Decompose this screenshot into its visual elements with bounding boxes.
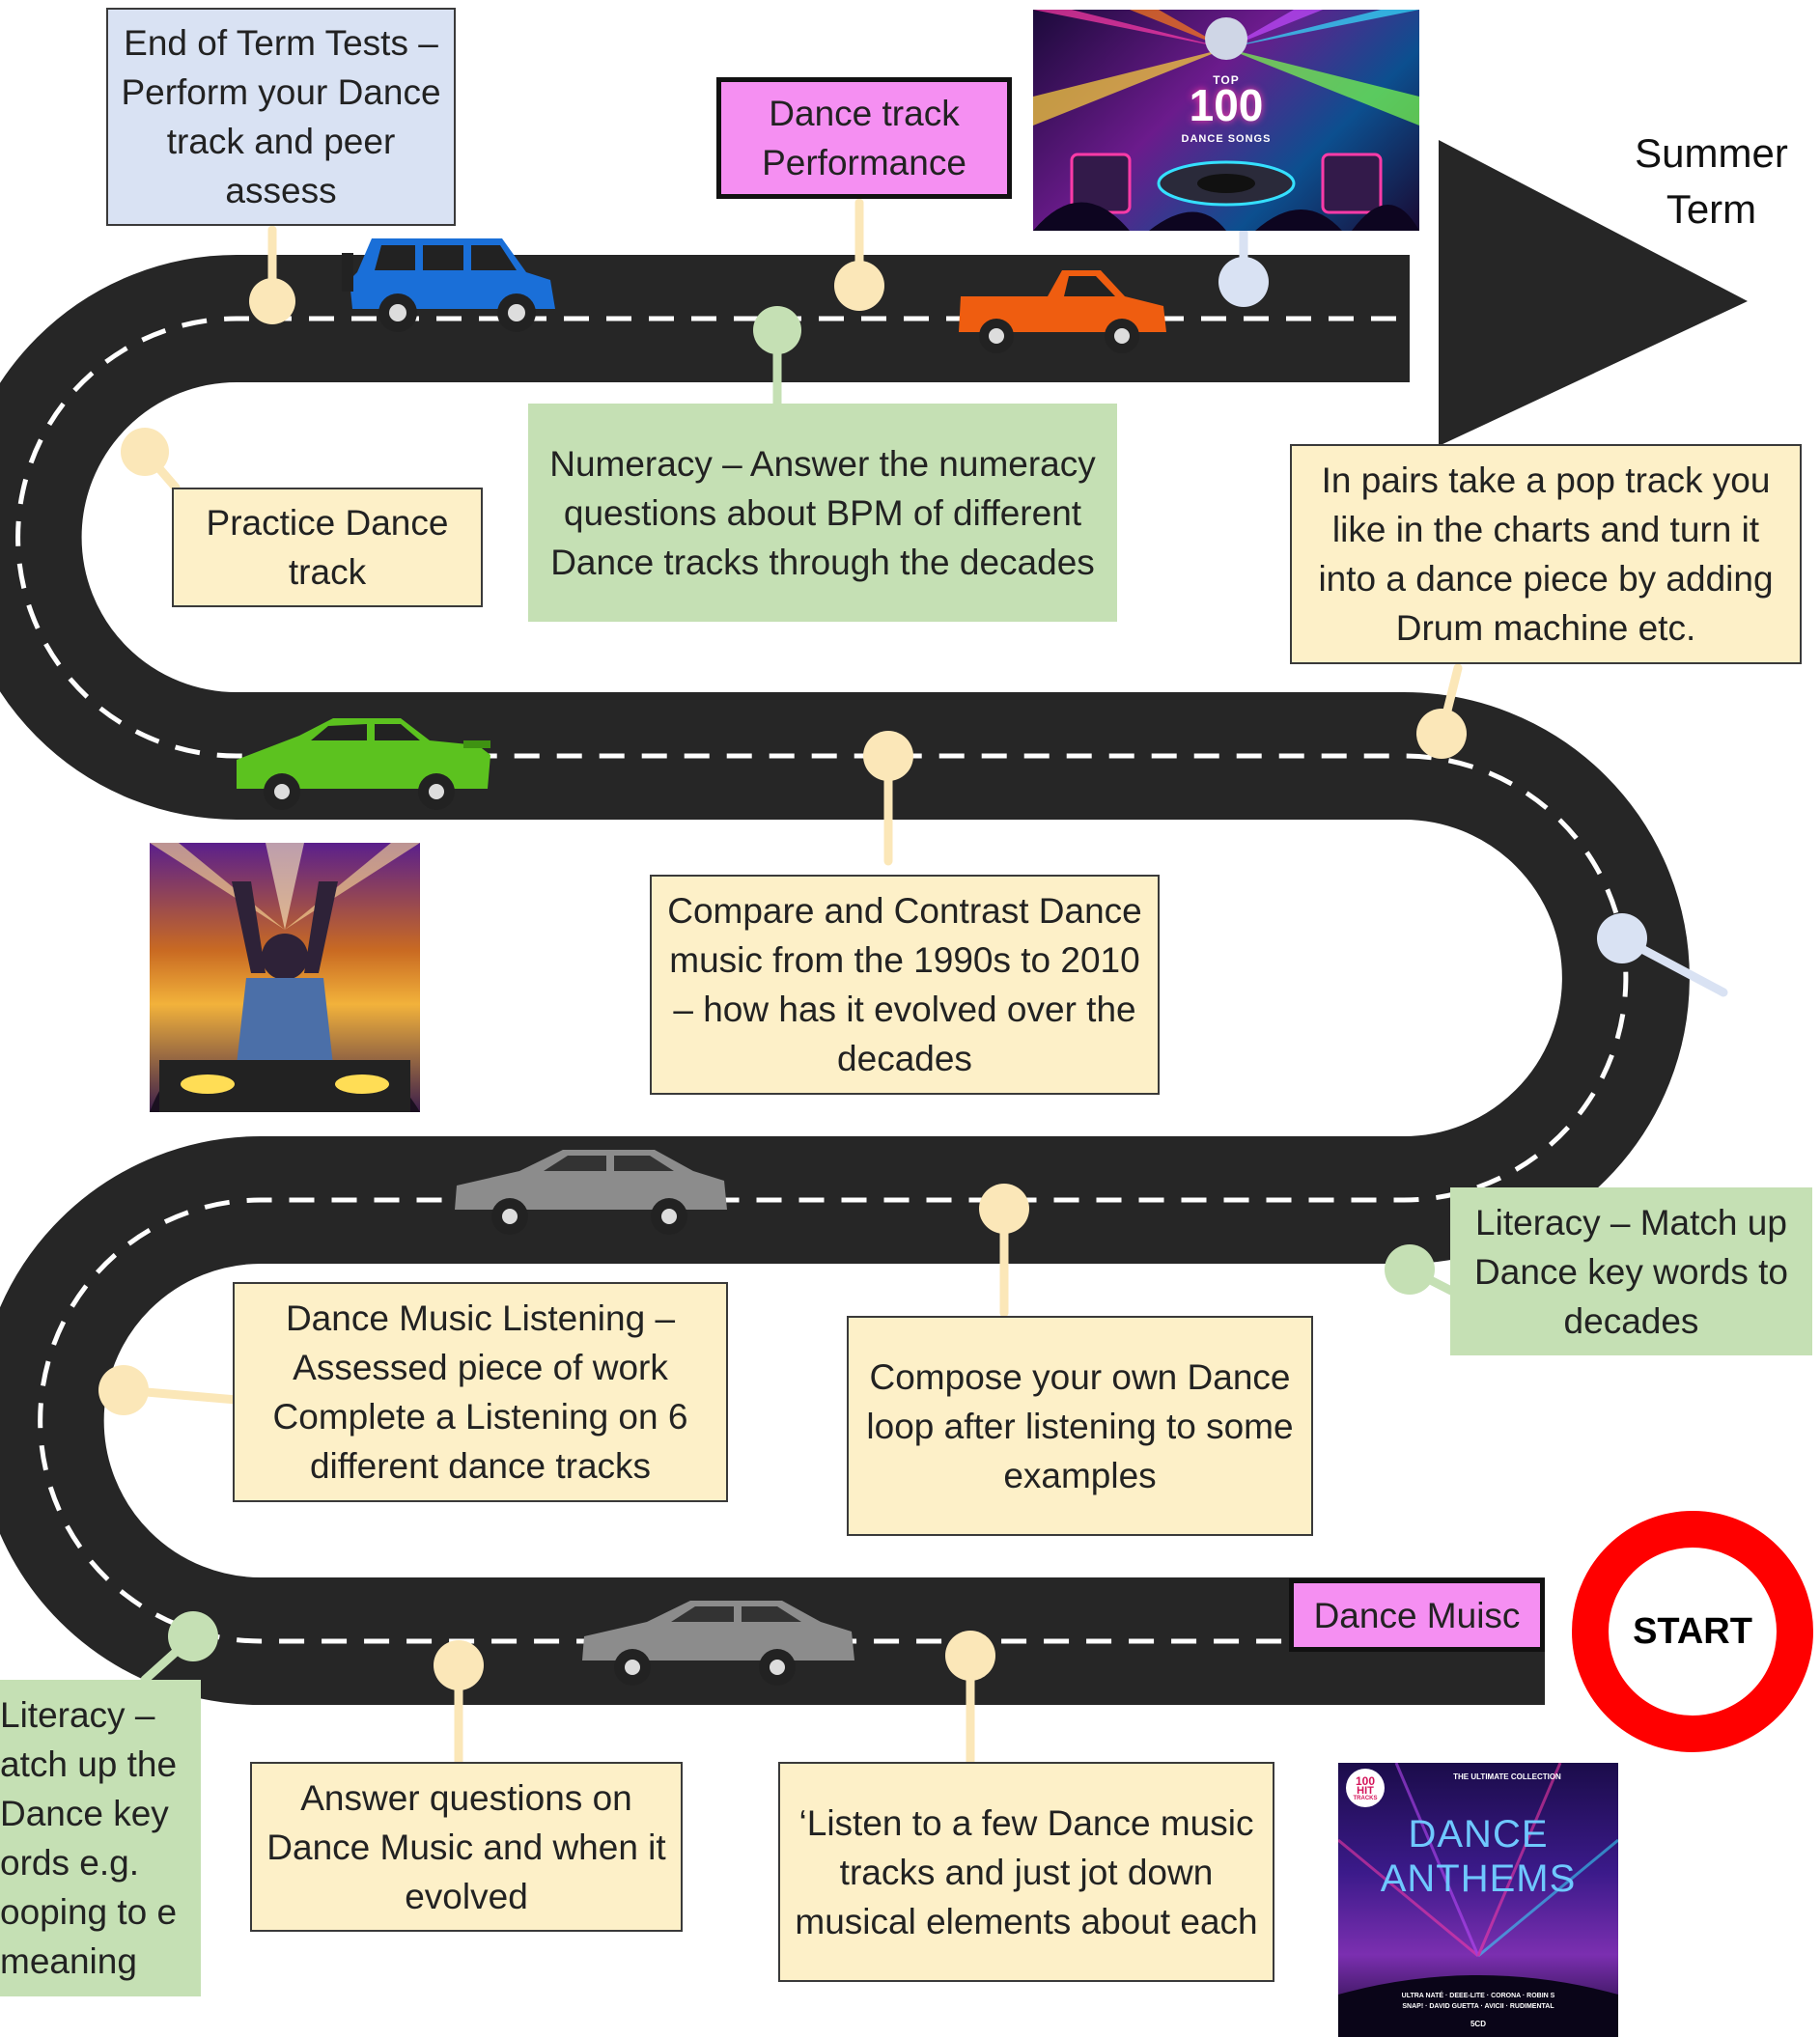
milestone-compare: Compare and Contrast Dance music from th… [650, 875, 1160, 1095]
anthems-kicker: THE ULTIMATE COLLECTION [1453, 1772, 1561, 1781]
anthems-badge-tracks: TRACKS [1353, 1796, 1378, 1801]
anthems-title-line2: ANTHEMS [1380, 1857, 1577, 1900]
connectors [98, 198, 1728, 1767]
milestone-literacy-meaning: Literacy – atch up the Dance key ords e.… [0, 1680, 201, 1996]
start-label: START [1633, 1610, 1752, 1652]
anthems-title-line1: DANCE [1408, 1813, 1549, 1856]
milestone-numeracy: Numeracy – Answer the numeracy questions… [528, 404, 1117, 622]
grey-sedan-car-upper [455, 1150, 727, 1235]
milestone-dance-muisc: Dance Muisc [1289, 1578, 1545, 1652]
dance-anthems-album-image: 100 HIT TRACKS THE ULTIMATE COLLECTION D… [1338, 1763, 1618, 2037]
road-arrow-head [1439, 140, 1748, 446]
blue-suv-car [342, 238, 555, 332]
milestone-practice: Practice Dance track [172, 488, 483, 607]
dj-crowd-image [150, 843, 420, 1112]
milestone-compose: Compose your own Dance loop after listen… [847, 1316, 1313, 1536]
anthems-badge-hit: HIT [1357, 1785, 1374, 1797]
milestone-listen-few: ‘Listen to a few Dance music tracks and … [778, 1762, 1274, 1982]
anthems-artists-2: SNAP! · DAVID GUETTA · AVICII · RUDIMENT… [1402, 2003, 1554, 2010]
top100-top-text: TOP [1213, 73, 1240, 87]
stage-lights-graphic [1033, 10, 1419, 231]
milestone-answer-questions: Answer questions on Dance Music and when… [250, 1762, 683, 1932]
top100-dance-songs-image: TOP 100 DANCE SONGS [1033, 10, 1419, 231]
top100-subtitle-text: DANCE SONGS [1181, 133, 1272, 145]
milestone-dance-track-performance: Dance track Performance [716, 77, 1012, 199]
milestone-listening-assessed: Dance Music Listening – Assessed piece o… [233, 1282, 728, 1502]
dj-silhouette-graphic [150, 843, 420, 1112]
top100-number-text: 100 [1189, 80, 1264, 130]
grey-sedan-car-lower [582, 1601, 854, 1686]
milestone-pop-track: In pairs take a pop track you like in th… [1290, 444, 1802, 664]
anthems-footer: 5CD [1470, 2020, 1486, 2028]
start-marker: START [1572, 1511, 1813, 1752]
term-label: Summer Term [1635, 130, 1788, 232]
road-center-line [15, 316, 1629, 1644]
milestone-literacy-decades: Literacy – Match up Dance key words to d… [1450, 1187, 1812, 1355]
green-sports-car [237, 718, 490, 810]
milestone-end-of-term: End of Term Tests – Perform your Dance t… [106, 8, 456, 226]
orange-pickup-car [959, 270, 1166, 353]
anthems-badge-100: 100 [1355, 1774, 1376, 1788]
laser-lights-graphic [1338, 1763, 1618, 2037]
anthems-artists-1: ULTRA NATÉ · DEEE-LITE · CORONA · ROBIN … [1401, 1993, 1555, 1999]
